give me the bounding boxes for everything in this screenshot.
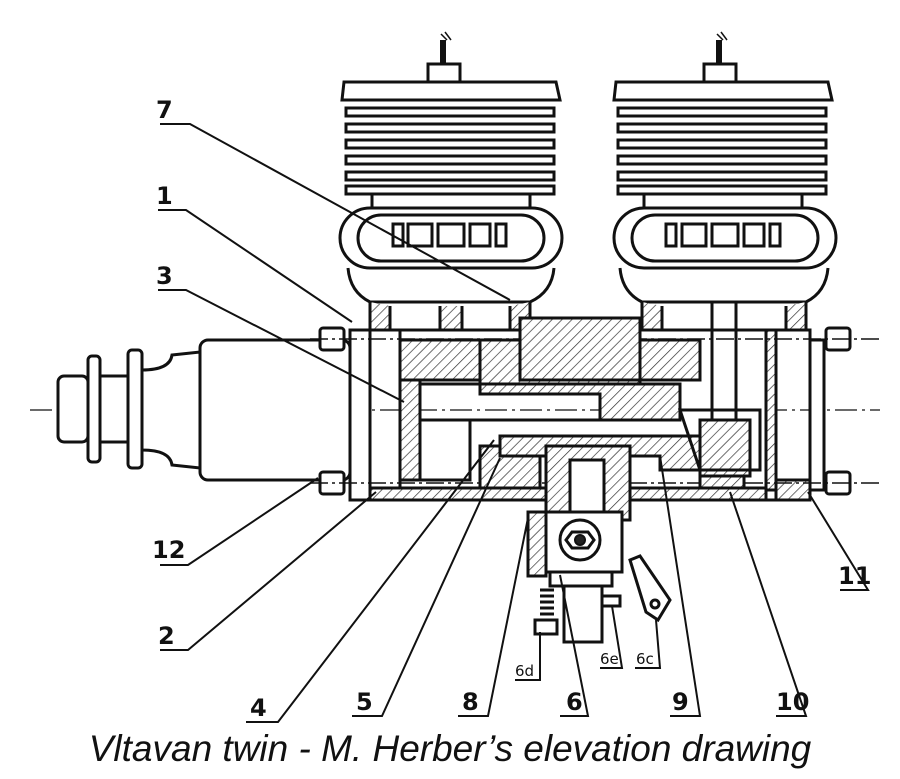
label-4: 4	[250, 694, 267, 722]
leader-lines	[158, 123, 870, 723]
carburettor	[526, 444, 672, 644]
propeller-hub	[56, 338, 352, 482]
label-12: 12	[152, 536, 185, 564]
label-6c: 6c	[636, 650, 654, 668]
label-7: 7	[156, 96, 173, 124]
label-1: 1	[156, 182, 173, 210]
left-cylinder	[338, 31, 564, 332]
label-5: 5	[356, 688, 373, 716]
label-3: 3	[156, 262, 173, 290]
label-8: 8	[462, 688, 479, 716]
label-6d: 6d	[515, 662, 534, 680]
label-6: 6	[566, 688, 583, 716]
crankshaft	[398, 316, 762, 490]
label-11: 11	[838, 562, 871, 590]
label-9: 9	[672, 688, 689, 716]
drawing-caption: Vltavan twin - M. Herber’s elevation dra…	[88, 728, 812, 769]
right-cylinder	[612, 31, 838, 420]
label-10: 10	[776, 688, 809, 716]
label-6e: 6e	[600, 650, 619, 668]
part-labels: 7 1 3 12 2 4 5 8 6 9 10 11 6d 6e 6c	[152, 96, 871, 722]
label-2: 2	[158, 622, 175, 650]
